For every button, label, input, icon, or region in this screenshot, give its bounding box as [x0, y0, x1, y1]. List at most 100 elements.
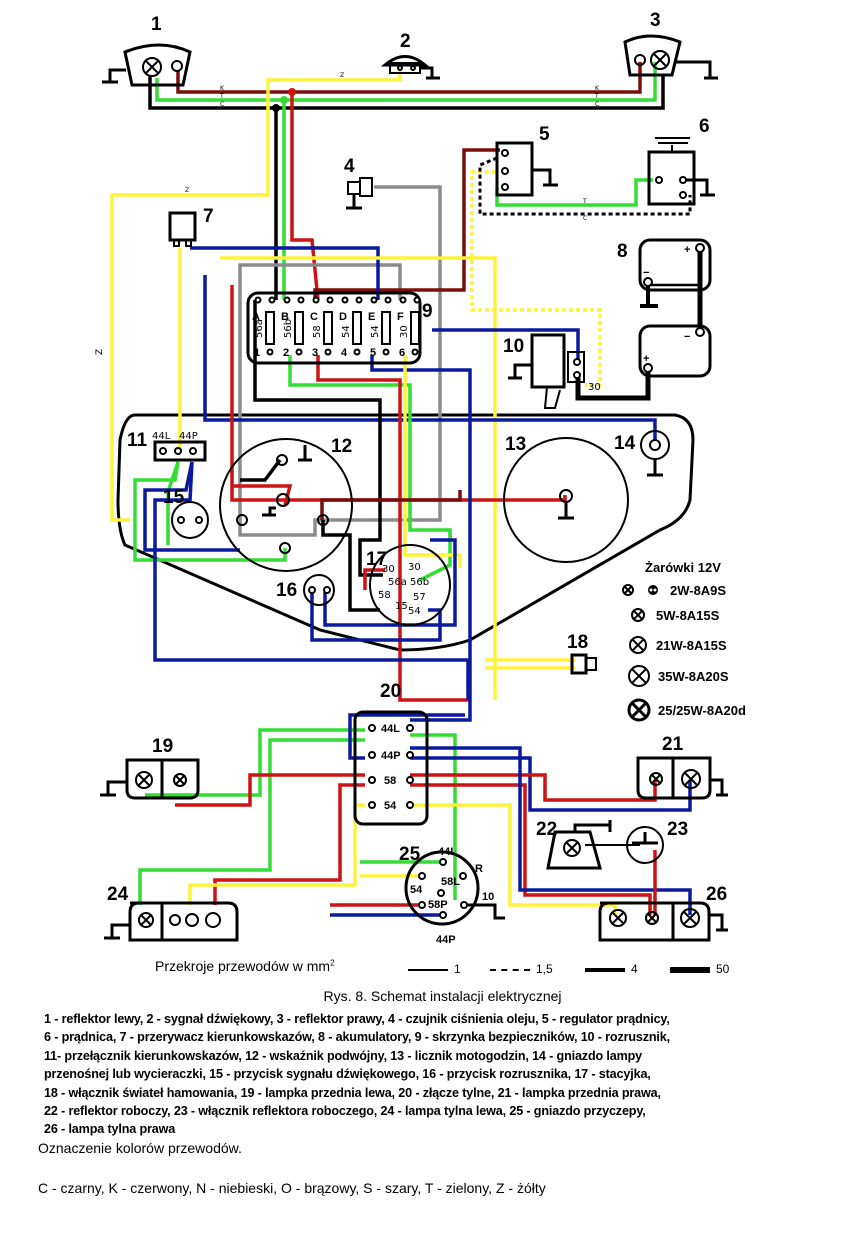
work-light-switch [626, 826, 664, 864]
turn-signal-relay [168, 211, 197, 247]
fuse-top-terminal [254, 296, 262, 304]
fuse-element [410, 311, 420, 345]
svg-text:T: T [582, 198, 587, 205]
label-4: 4 [344, 156, 355, 177]
turn-switch-44P: 44P [179, 431, 198, 442]
ign-30b: 30 [408, 562, 421, 573]
fuse-top-terminal [283, 296, 291, 304]
cross-section-4: 4 [585, 962, 638, 976]
dual-gauge [219, 438, 353, 572]
figure-caption: Rys. 8. Schemat instalacji elektrycznej [323, 988, 562, 1004]
ign-54: 54 [408, 606, 421, 617]
rear-connector [353, 710, 429, 826]
ts-10: 10 [482, 891, 494, 903]
fuse-bottom-terminal [324, 348, 332, 356]
ign-57: 57 [413, 592, 426, 603]
ign-56b: 56b [410, 577, 429, 588]
fuse-bottom-terminal [411, 348, 419, 356]
fuse-element [294, 311, 304, 345]
bulb-legend-title: Żarówki 12V [645, 560, 721, 575]
ts-R: R [475, 863, 483, 875]
svg-text:T: T [594, 93, 599, 100]
cross-section-legend: Przekroje przewodów w mm2 1 1,5 4 50 [0, 958, 853, 980]
horn-button [171, 501, 209, 539]
label-9: 9 [422, 301, 433, 322]
svg-text:C: C [220, 101, 224, 108]
ts-58P: 58P [428, 899, 448, 911]
bulb-2w: 2W-8A9S [670, 583, 726, 598]
cross-section-label: Przekroje przewodów w mm [155, 958, 331, 974]
svg-text:T: T [219, 93, 224, 100]
bulb-35w: 35W-8A20S [658, 669, 729, 684]
cross-section-sup: 2 [330, 958, 335, 968]
fuse-top-terminal [268, 296, 276, 304]
fuse-circuit: 54 [341, 325, 352, 338]
ign-15: 15 [395, 601, 408, 612]
rc-44P: 44P [381, 750, 401, 762]
label-19: 19 [152, 736, 173, 757]
fuse-terminal-number: 4 [341, 347, 348, 359]
oil-pressure-sensor [346, 177, 373, 210]
cross-section-1-5: 1,5 [490, 962, 553, 976]
label-16: 16 [276, 580, 297, 601]
fuse-bottom-terminal [382, 348, 390, 356]
svg-text:Z: Z [340, 72, 344, 79]
svg-text:C: C [595, 101, 599, 108]
ts-44L: 44L [438, 846, 457, 858]
fuse-top-terminal [312, 296, 320, 304]
rear-left-lamp [104, 901, 239, 942]
fuse-letter: A [252, 311, 260, 323]
fuse-top-terminal [413, 296, 421, 304]
hour-meter [503, 437, 629, 563]
fuse-element [323, 311, 333, 345]
dashboard-outline [116, 413, 695, 652]
fuse-letter: F [397, 311, 404, 323]
svg-text:Z: Z [185, 187, 189, 194]
fuse-top-terminal [399, 296, 407, 304]
label-13: 13 [505, 434, 526, 455]
label-15: 15 [163, 487, 185, 508]
label-26: 26 [706, 884, 727, 905]
label-7: 7 [203, 206, 214, 227]
cross-section-1: 1 [408, 962, 461, 976]
label-8: 8 [617, 241, 628, 262]
label-1: 1 [151, 14, 162, 35]
svg-text:−: − [643, 267, 649, 279]
label-6: 6 [699, 116, 710, 137]
generator-regulator [495, 141, 558, 197]
label-25: 25 [399, 844, 421, 865]
label-18: 18 [567, 632, 588, 653]
fuse-top-terminal [326, 296, 334, 304]
ign-58: 58 [378, 590, 391, 601]
fuse-bottom-terminal [266, 348, 274, 356]
label-3: 3 [650, 10, 661, 31]
fuse-element [352, 311, 362, 345]
rear-right-lamp [598, 901, 728, 942]
parts-line: 6 - prądnica, 7 - przerywacz kierunkowsk… [44, 1030, 670, 1045]
starter-button [303, 574, 335, 606]
ign-30a: 30 [382, 564, 395, 575]
rc-54: 54 [384, 800, 397, 812]
label-14: 14 [614, 433, 636, 454]
label-23: 23 [667, 819, 688, 840]
front-left-lamp [100, 758, 200, 800]
fuse-bottom-terminal [353, 348, 361, 356]
parts-line: przenośnej lub wycieraczki, 15 - przycis… [44, 1067, 651, 1082]
wire-colors-legend: C - czarny, K - czerwony, N - niebieski,… [38, 1180, 546, 1196]
parts-line: 18 - włącznik świateł hamowania, 19 - la… [44, 1085, 661, 1100]
batteries: +− −+ [638, 238, 712, 378]
parts-line: 26 - lampa tylna prawa [44, 1122, 176, 1137]
ts-58L: 58L [441, 876, 460, 888]
parts-list: 1 - reflektor lewy, 2 - sygnał dźwiękowy… [44, 1010, 844, 1139]
svg-text:+: + [643, 353, 649, 365]
wire-colors-title: Oznaczenie kolorów przewodów. [38, 1140, 242, 1156]
right-headlight [623, 34, 718, 80]
fuse-letter: C [310, 311, 318, 323]
portable-lamp-socket [640, 430, 670, 477]
left-headlight [102, 43, 192, 87]
label-20: 20 [380, 681, 401, 702]
svg-text:K: K [220, 85, 225, 92]
rc-44L: 44L [381, 723, 400, 735]
brake-light-switch [570, 653, 597, 675]
label-2: 2 [400, 31, 411, 52]
